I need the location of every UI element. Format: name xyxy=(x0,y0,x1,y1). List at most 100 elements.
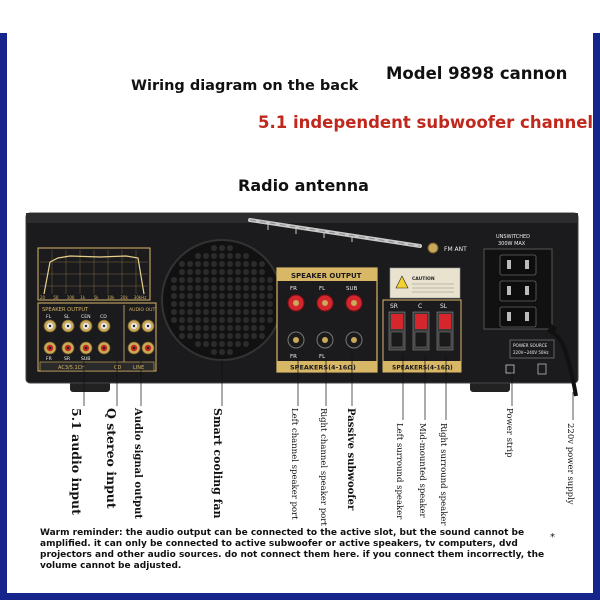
caution-label: CAUTION xyxy=(412,276,435,282)
fan-hole xyxy=(227,333,233,339)
fan-hole xyxy=(219,253,225,259)
fan-hole xyxy=(219,301,225,307)
fan-hole xyxy=(187,301,193,307)
surround-top-label: SR xyxy=(390,303,398,310)
power-switch xyxy=(505,364,515,374)
fan-hole xyxy=(227,341,233,347)
label-q-stereo-input: Q stereo input xyxy=(104,408,119,509)
ac3-label: AC3/5.1CH xyxy=(58,365,85,371)
fan-hole xyxy=(235,253,241,259)
fan-hole xyxy=(219,277,225,283)
fan-hole xyxy=(203,293,209,299)
fan-hole xyxy=(171,293,177,299)
graph-axis-tick: 5k xyxy=(94,295,100,300)
rca-top-label: FL xyxy=(46,314,52,320)
fan-hole xyxy=(179,261,185,267)
fan-hole xyxy=(187,285,193,291)
fan-hole xyxy=(251,293,257,299)
fan-hole xyxy=(235,317,241,323)
fan-hole xyxy=(227,277,233,283)
graph-axis-tick: 30kHz xyxy=(134,295,147,300)
fan-hole xyxy=(211,253,217,259)
fan-hole xyxy=(259,301,265,307)
cd-label: CD xyxy=(114,365,121,371)
label-left-channel-speaker-port: Left channel speaker port xyxy=(289,408,299,520)
mid-bottom-label: FL xyxy=(319,354,326,360)
fan-hole xyxy=(235,269,241,275)
antenna-jack xyxy=(427,242,439,254)
fan-hole xyxy=(179,333,185,339)
fan-hole xyxy=(179,301,185,307)
fan-hole xyxy=(227,349,233,355)
fan-hole xyxy=(195,277,201,283)
fan-hole xyxy=(219,349,225,355)
fan-hole xyxy=(211,317,217,323)
top-band xyxy=(0,0,600,33)
fan-hole xyxy=(235,277,241,283)
graph-axis-tick: 10k xyxy=(107,295,115,300)
fan-hole xyxy=(211,277,217,283)
rca-bottom-label: SR xyxy=(64,356,71,362)
chassis-top-edge xyxy=(26,213,578,223)
power-outlet xyxy=(499,280,537,302)
fan-hole xyxy=(235,309,241,315)
graph-axis-tick: 20 xyxy=(40,295,46,300)
fan-hole xyxy=(203,325,209,331)
unswitched-label-2: 300W MAX xyxy=(498,241,526,247)
fan-hole xyxy=(251,277,257,283)
label-audio-signal-output: Audio signal output xyxy=(132,408,143,519)
fan-hole xyxy=(259,261,265,267)
fan-hole xyxy=(203,277,209,283)
fan-hole xyxy=(235,293,241,299)
fan-hole xyxy=(219,269,225,275)
warm-reminder-note: Warm reminder: the audio output can be c… xyxy=(40,528,545,571)
asterisk-mark: * xyxy=(550,532,555,543)
mid-top-label: SUB xyxy=(346,286,358,292)
fan-hole xyxy=(195,293,201,299)
fan-hole xyxy=(187,333,193,339)
fan-hole xyxy=(227,253,233,259)
rca-audio-out-label: AUDIO OUT xyxy=(129,307,155,313)
fan-hole xyxy=(235,285,241,291)
fan-hole xyxy=(187,269,193,275)
wiring-diagram-title: Wiring diagram on the back xyxy=(131,78,359,94)
cooling-fan-grille xyxy=(161,239,283,361)
fan-hole xyxy=(203,261,209,267)
fan-hole xyxy=(171,285,177,291)
fan-hole xyxy=(219,261,225,267)
fan-hole xyxy=(227,269,233,275)
fan-hole xyxy=(227,317,233,323)
fan-hole xyxy=(219,341,225,347)
callout-lines xyxy=(83,355,574,420)
label-passive-subwoofer: Passive subwoofer xyxy=(345,408,356,511)
fan-hole xyxy=(219,293,225,299)
fan-hole xyxy=(179,285,185,291)
fan-hole xyxy=(179,293,185,299)
fan-hole xyxy=(195,285,201,291)
power-cord xyxy=(547,328,578,397)
fan-hole xyxy=(243,325,249,331)
fan-hole xyxy=(219,245,225,251)
fan-hole xyxy=(251,285,257,291)
fan-hole xyxy=(251,325,257,331)
label-power-strip: Power strip xyxy=(504,408,514,458)
subwoofer-feature-title: 5.1 independent subwoofer channel xyxy=(258,113,594,132)
model-title: Model 9898 cannon xyxy=(386,64,568,83)
fan-hole xyxy=(195,269,201,275)
speaker-output-block xyxy=(276,267,378,373)
surround-top-label: SL xyxy=(440,303,448,310)
power-source-box xyxy=(509,339,555,359)
fan-hole xyxy=(195,325,201,331)
frequency-curve xyxy=(43,255,145,295)
fan-hole xyxy=(211,261,217,267)
weee-icon xyxy=(537,363,547,375)
fan-hole xyxy=(211,301,217,307)
fan-hole xyxy=(267,317,273,323)
fan-hole xyxy=(259,293,265,299)
fan-hole xyxy=(243,317,249,323)
fan-hole xyxy=(267,309,273,315)
fan-hole xyxy=(187,317,193,323)
fan-hole xyxy=(243,269,249,275)
fan-hole xyxy=(227,301,233,307)
